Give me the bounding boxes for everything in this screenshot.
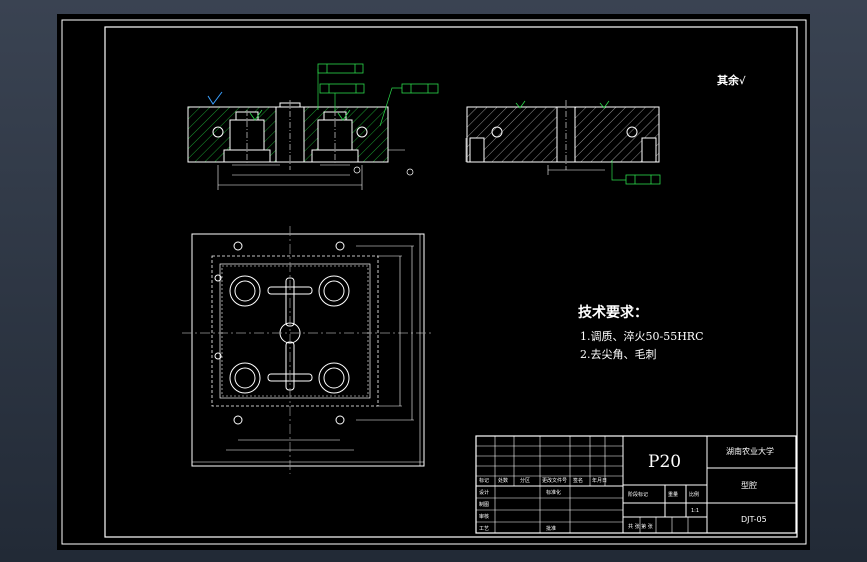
tb-label-count: 处数 (498, 478, 509, 484)
side-section-view (465, 100, 661, 185)
surface-roughness-note: 其余√ (717, 74, 746, 87)
technical-requirement-item: 2.去尖角、毛刺 (580, 348, 657, 361)
tb-label-drafting: 制图 (479, 502, 490, 508)
drawing-number: P20 (648, 452, 682, 472)
inner-frame (104, 26, 798, 538)
tb-label-design: 设计 (479, 490, 490, 496)
tb-label-weight: 重量 (668, 492, 679, 498)
drawing-sheet (57, 14, 810, 550)
tb-label-process: 工艺 (479, 526, 490, 532)
school-name: 湖南农业大学 (726, 447, 774, 456)
tb-label-mark: 标记 (479, 478, 490, 484)
drawing-code: DJT-05 (741, 515, 767, 524)
tb-label-stage-mark: 阶段标记 (628, 492, 649, 498)
part-name: 型腔 (741, 481, 757, 490)
tb-label-zone: 分区 (520, 478, 531, 484)
technical-requirements-title: 技术要求： (578, 305, 648, 321)
outer-frame (61, 19, 807, 545)
tb-label-ratio: 比例 (689, 492, 700, 498)
tb-label-standardization: 标准化 (546, 490, 562, 496)
tb-scale: 1:1 (691, 508, 700, 514)
tb-label-approve: 批准 (546, 526, 557, 532)
tb-label-review: 审核 (479, 514, 490, 520)
technical-requirement-item: 1.调质、淬火50-55HRC (580, 330, 704, 343)
tb-sheets: 共 张 第 张 (628, 524, 653, 530)
plan-view (182, 226, 434, 474)
title-block-grid (475, 435, 797, 534)
front-section-view (187, 63, 439, 190)
tb-label-date: 年月日 (592, 478, 608, 484)
tb-label-signature: 签名 (573, 478, 584, 484)
tb-label-change-doc: 更改文件号 (542, 478, 568, 484)
